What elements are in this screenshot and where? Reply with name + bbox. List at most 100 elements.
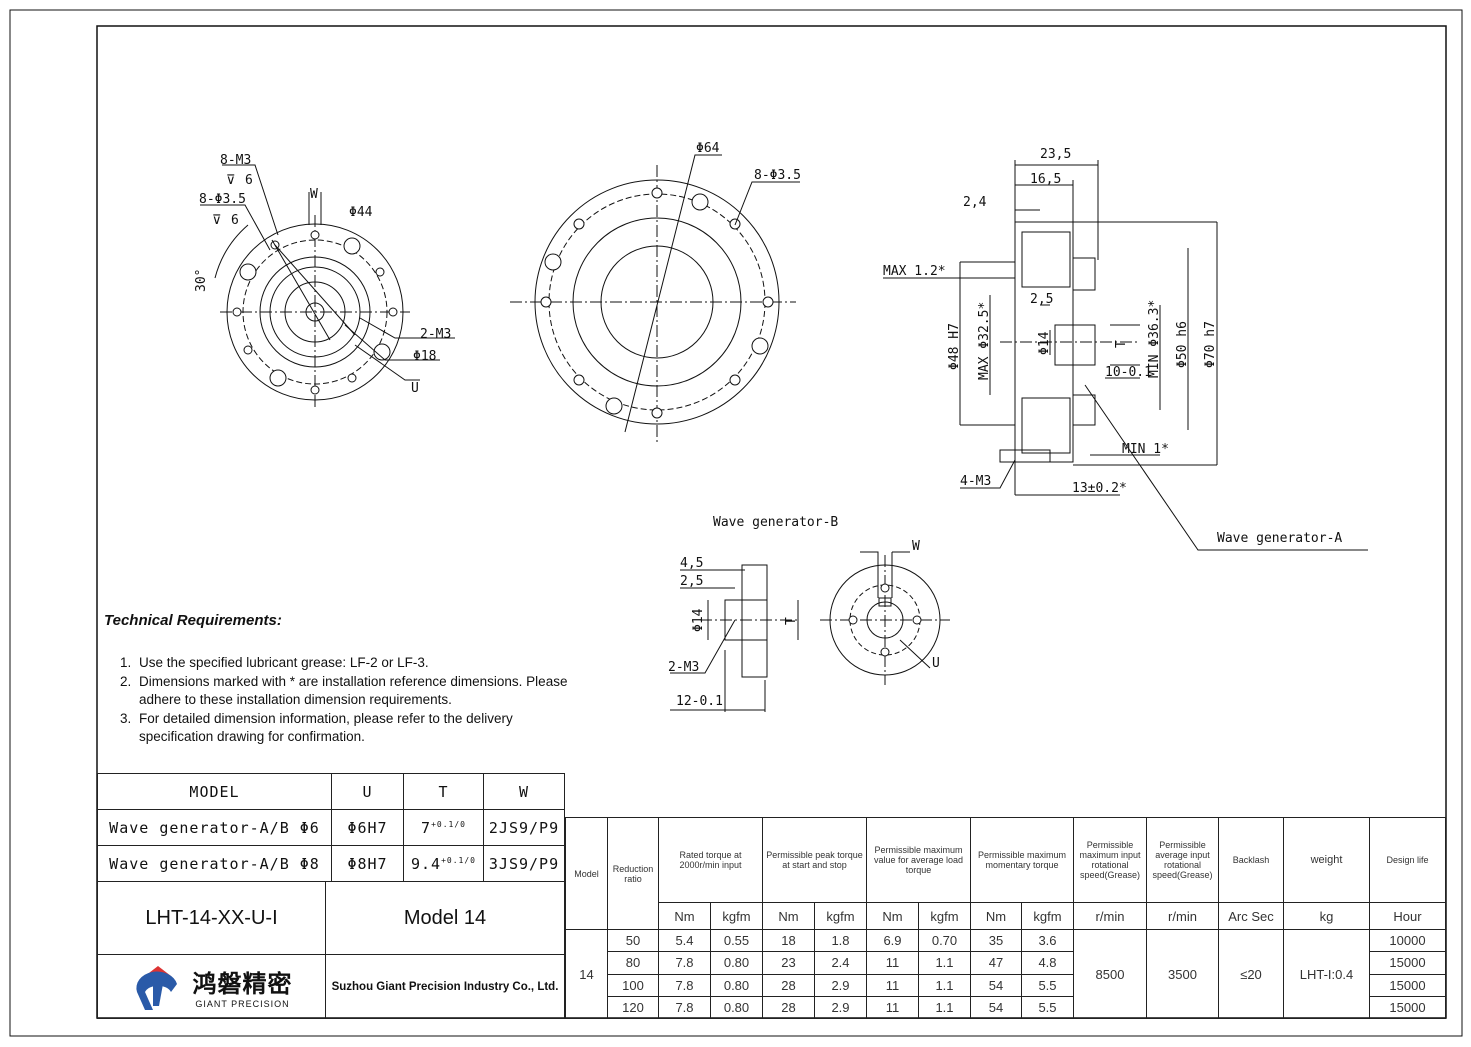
logo-en: GIANT PRECISION: [195, 999, 290, 1009]
header-peak-torque: Permissible peak torque at start and sto…: [762, 817, 867, 903]
svg-text:Φ48 H7: Φ48 H7: [947, 323, 962, 370]
svg-text:16,5: 16,5: [1030, 172, 1061, 187]
t-value: 7: [421, 818, 432, 837]
unit-cell: kgfm: [710, 902, 763, 930]
svg-text:U: U: [411, 381, 419, 396]
header-ratio: Reduction ratio: [607, 817, 659, 930]
logo-icon: [135, 965, 177, 1010]
header-w: W: [483, 773, 565, 810]
value-cell: 7.8: [658, 951, 711, 975]
ratio-cell: 120: [607, 996, 659, 1019]
svg-text:30°: 30°: [194, 269, 209, 292]
value-cell: 11: [866, 996, 919, 1019]
value-cell: 6.9: [866, 929, 919, 952]
design-life-cell: 15000: [1369, 973, 1446, 997]
svg-text:Φ50 h6: Φ50 h6: [1175, 321, 1190, 368]
cell-t: 7+0.1/0: [403, 809, 484, 846]
value-cell: 0.80: [710, 973, 763, 997]
value-cell: 7.8: [658, 973, 711, 997]
value-cell: 4.8: [1021, 951, 1074, 975]
svg-text:23,5: 23,5: [1040, 147, 1071, 162]
svg-text:Φ18: Φ18: [413, 349, 436, 364]
value-cell: 23: [762, 951, 815, 975]
unit-cell: kgfm: [918, 902, 971, 930]
header-momentary-torque: Permissible maximum momentary torque: [970, 817, 1074, 903]
svg-text:MAX 1.2*: MAX 1.2*: [883, 264, 946, 279]
avg-speed-cell: 3500: [1146, 929, 1219, 1019]
svg-text:Φ14: Φ14: [1037, 331, 1052, 355]
value-cell: 5.5: [1021, 973, 1074, 997]
svg-text:6: 6: [245, 173, 253, 188]
item-text: For detailed dimension information, plea…: [139, 710, 513, 745]
t-tolerance: +0.1/0: [441, 855, 476, 865]
svg-text:4,5: 4,5: [680, 556, 703, 571]
svg-text:10-0.1: 10-0.1: [1105, 365, 1152, 380]
spec-table: Model Reduction ratio Rated torque at 20…: [565, 817, 1446, 1019]
svg-text:6: 6: [231, 213, 239, 228]
value-cell: 0.80: [710, 996, 763, 1019]
header-avg-speed: Permissible average input rotational spe…: [1146, 817, 1219, 903]
svg-text:T: T: [784, 617, 799, 625]
svg-text:Φ70 h7: Φ70 h7: [1203, 321, 1218, 368]
svg-text:Φ64: Φ64: [696, 141, 720, 156]
requirement-item: 2. Dimensions marked with * are installat…: [120, 673, 570, 710]
value-cell: 3.6: [1021, 929, 1074, 952]
design-life-cell: 15000: [1369, 951, 1446, 975]
svg-text:⊽: ⊽: [226, 173, 236, 188]
svg-text:W: W: [912, 539, 920, 554]
value-cell: 35: [970, 929, 1022, 952]
header-max-speed: Permissible maximum input rotational spe…: [1073, 817, 1147, 903]
value-cell: 1.1: [918, 996, 971, 1019]
technical-requirements-title: Technical Requirements:: [104, 612, 282, 629]
unit-cell: Nm: [762, 902, 815, 930]
value-cell: 1.1: [918, 973, 971, 997]
svg-text:MIN 1*: MIN 1*: [1122, 442, 1169, 457]
value-cell: 2.9: [814, 973, 867, 997]
requirement-item: 3.For detailed dimension information, pl…: [120, 710, 570, 747]
value-cell: 0.80: [710, 951, 763, 975]
svg-text:MAX Φ32.5*: MAX Φ32.5*: [977, 302, 992, 380]
header-u: U: [331, 773, 404, 810]
svg-text:2,5: 2,5: [680, 574, 703, 589]
value-cell: 11: [866, 973, 919, 997]
header-rated-torque: Rated torque at 2000r/min input: [658, 817, 763, 903]
t-value: 9.4: [411, 854, 442, 873]
svg-text:U: U: [932, 656, 940, 671]
svg-text:13±0.2*: 13±0.2*: [1072, 481, 1127, 496]
svg-text:8-Φ3.5: 8-Φ3.5: [754, 168, 801, 183]
model-name: Model 14: [325, 881, 565, 955]
front-view: 8-M3 ⊽6 8-Φ3.5 ⊽6 W Φ44 30° 2-M3 Φ18 U: [194, 153, 455, 410]
part-number: LHT-14-XX-U-I: [97, 881, 326, 955]
unit-cell: Nm: [658, 902, 711, 930]
value-cell: 0.70: [918, 929, 971, 952]
unit-cell: kg: [1283, 902, 1370, 930]
item-number: 2.: [120, 673, 132, 689]
value-cell: 28: [762, 973, 815, 997]
value-cell: 5.4: [658, 929, 711, 952]
svg-text:Φ44: Φ44: [349, 205, 373, 220]
svg-text:8-M3: 8-M3: [220, 153, 251, 168]
item-text: Dimensions marked with * are installatio…: [139, 673, 568, 708]
ratio-cell: 50: [607, 929, 659, 952]
header-model: Model: [565, 817, 608, 930]
logo-cn: 鸿磐精密: [192, 971, 293, 998]
value-cell: 2.9: [814, 996, 867, 1019]
cell-u: Φ8H7: [331, 845, 404, 882]
value-cell: 28: [762, 996, 815, 1019]
svg-text:Wave generator-A: Wave generator-A: [1217, 531, 1342, 546]
backlash-cell: ≤20: [1218, 929, 1284, 1019]
ratio-cell: 100: [607, 973, 659, 997]
value-cell: 2.4: [814, 951, 867, 975]
design-life-cell: 10000: [1369, 929, 1446, 952]
cell-w: 2JS9/P9: [483, 809, 565, 846]
value-cell: 0.55: [710, 929, 763, 952]
flange-view: Φ64 8-Φ3.5: [510, 141, 801, 445]
unit-cell: Nm: [866, 902, 919, 930]
outer-border: [9, 9, 1463, 1037]
cell-w: 3JS9/P9: [483, 845, 565, 882]
design-life-cell: 15000: [1369, 996, 1446, 1019]
